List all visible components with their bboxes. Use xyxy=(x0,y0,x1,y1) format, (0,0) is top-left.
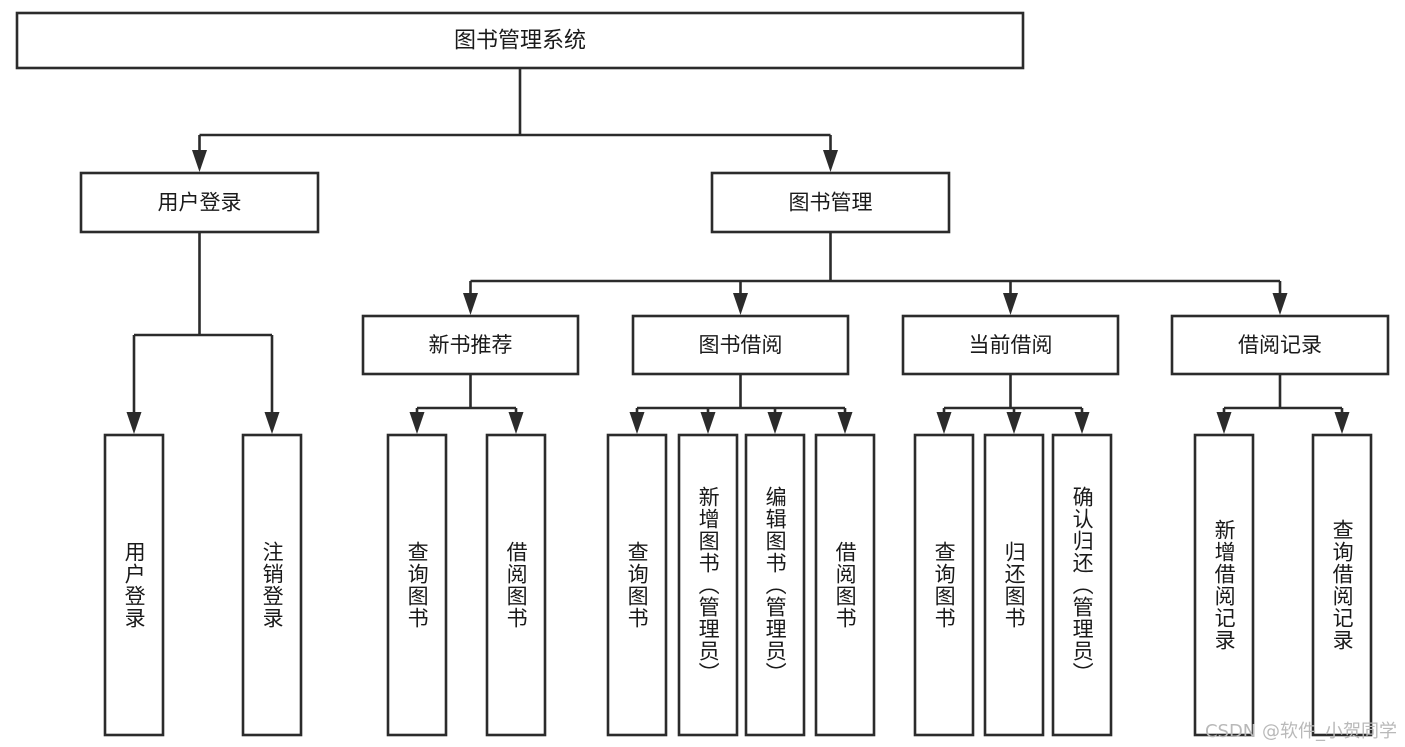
node-leaf-return-book[interactable] xyxy=(983,433,1045,737)
node-box xyxy=(361,314,580,376)
node-leaf-user-logout[interactable] xyxy=(241,433,303,737)
node-leaf-query-book-2[interactable] xyxy=(606,433,668,737)
node-user-login[interactable]: 用户登录 xyxy=(79,171,320,234)
node-box xyxy=(744,433,806,737)
node-box xyxy=(485,433,547,737)
node-box xyxy=(79,171,320,234)
node-box xyxy=(1311,433,1373,737)
node-label: 图书管理 xyxy=(789,191,873,215)
node-box xyxy=(606,433,668,737)
node-box xyxy=(901,314,1120,376)
node-leaf-borrow-book-2[interactable] xyxy=(814,433,876,737)
node-box xyxy=(631,314,850,376)
node-leaf-add-record[interactable] xyxy=(1193,433,1255,737)
node-box xyxy=(103,433,165,737)
node-borrow-record[interactable]: 借阅记录 xyxy=(1170,314,1390,376)
node-label: 新书推荐 xyxy=(429,333,513,357)
node-box xyxy=(814,433,876,737)
node-box xyxy=(913,433,975,737)
node-leaf-user-login[interactable] xyxy=(103,433,165,737)
node-leaf-confirm-return[interactable] xyxy=(1051,433,1113,737)
node-box xyxy=(1170,314,1390,376)
node-box xyxy=(983,433,1045,737)
node-label: 借阅记录 xyxy=(1238,333,1322,357)
node-leaf-query-book-1[interactable] xyxy=(386,433,448,737)
node-label: 图书管理系统 xyxy=(454,29,586,54)
node-box xyxy=(1193,433,1255,737)
node-current-borrow[interactable]: 当前借阅 xyxy=(901,314,1120,376)
node-box xyxy=(1051,433,1113,737)
node-label: 图书借阅 xyxy=(699,333,783,357)
node-box xyxy=(241,433,303,737)
node-leaf-query-record[interactable] xyxy=(1311,433,1373,737)
node-book-borrow[interactable]: 图书借阅 xyxy=(631,314,850,376)
node-root[interactable]: 图书管理系统 xyxy=(15,11,1025,70)
node-box xyxy=(386,433,448,737)
node-leaf-borrow-book-1[interactable] xyxy=(485,433,547,737)
node-label: 当前借阅 xyxy=(969,333,1053,357)
node-leaf-add-book[interactable] xyxy=(677,433,739,737)
node-book-manage[interactable]: 图书管理 xyxy=(710,171,951,234)
node-leaf-edit-book[interactable] xyxy=(744,433,806,737)
edges-layer xyxy=(126,68,1350,434)
node-label: 用户登录 xyxy=(158,191,242,215)
node-box xyxy=(15,11,1025,70)
node-new-book-rec[interactable]: 新书推荐 xyxy=(361,314,580,376)
node-leaf-query-book-3[interactable] xyxy=(913,433,975,737)
node-box xyxy=(710,171,951,234)
watermark: CSDN @软件_小贺同学 xyxy=(1204,721,1397,742)
node-box xyxy=(677,433,739,737)
